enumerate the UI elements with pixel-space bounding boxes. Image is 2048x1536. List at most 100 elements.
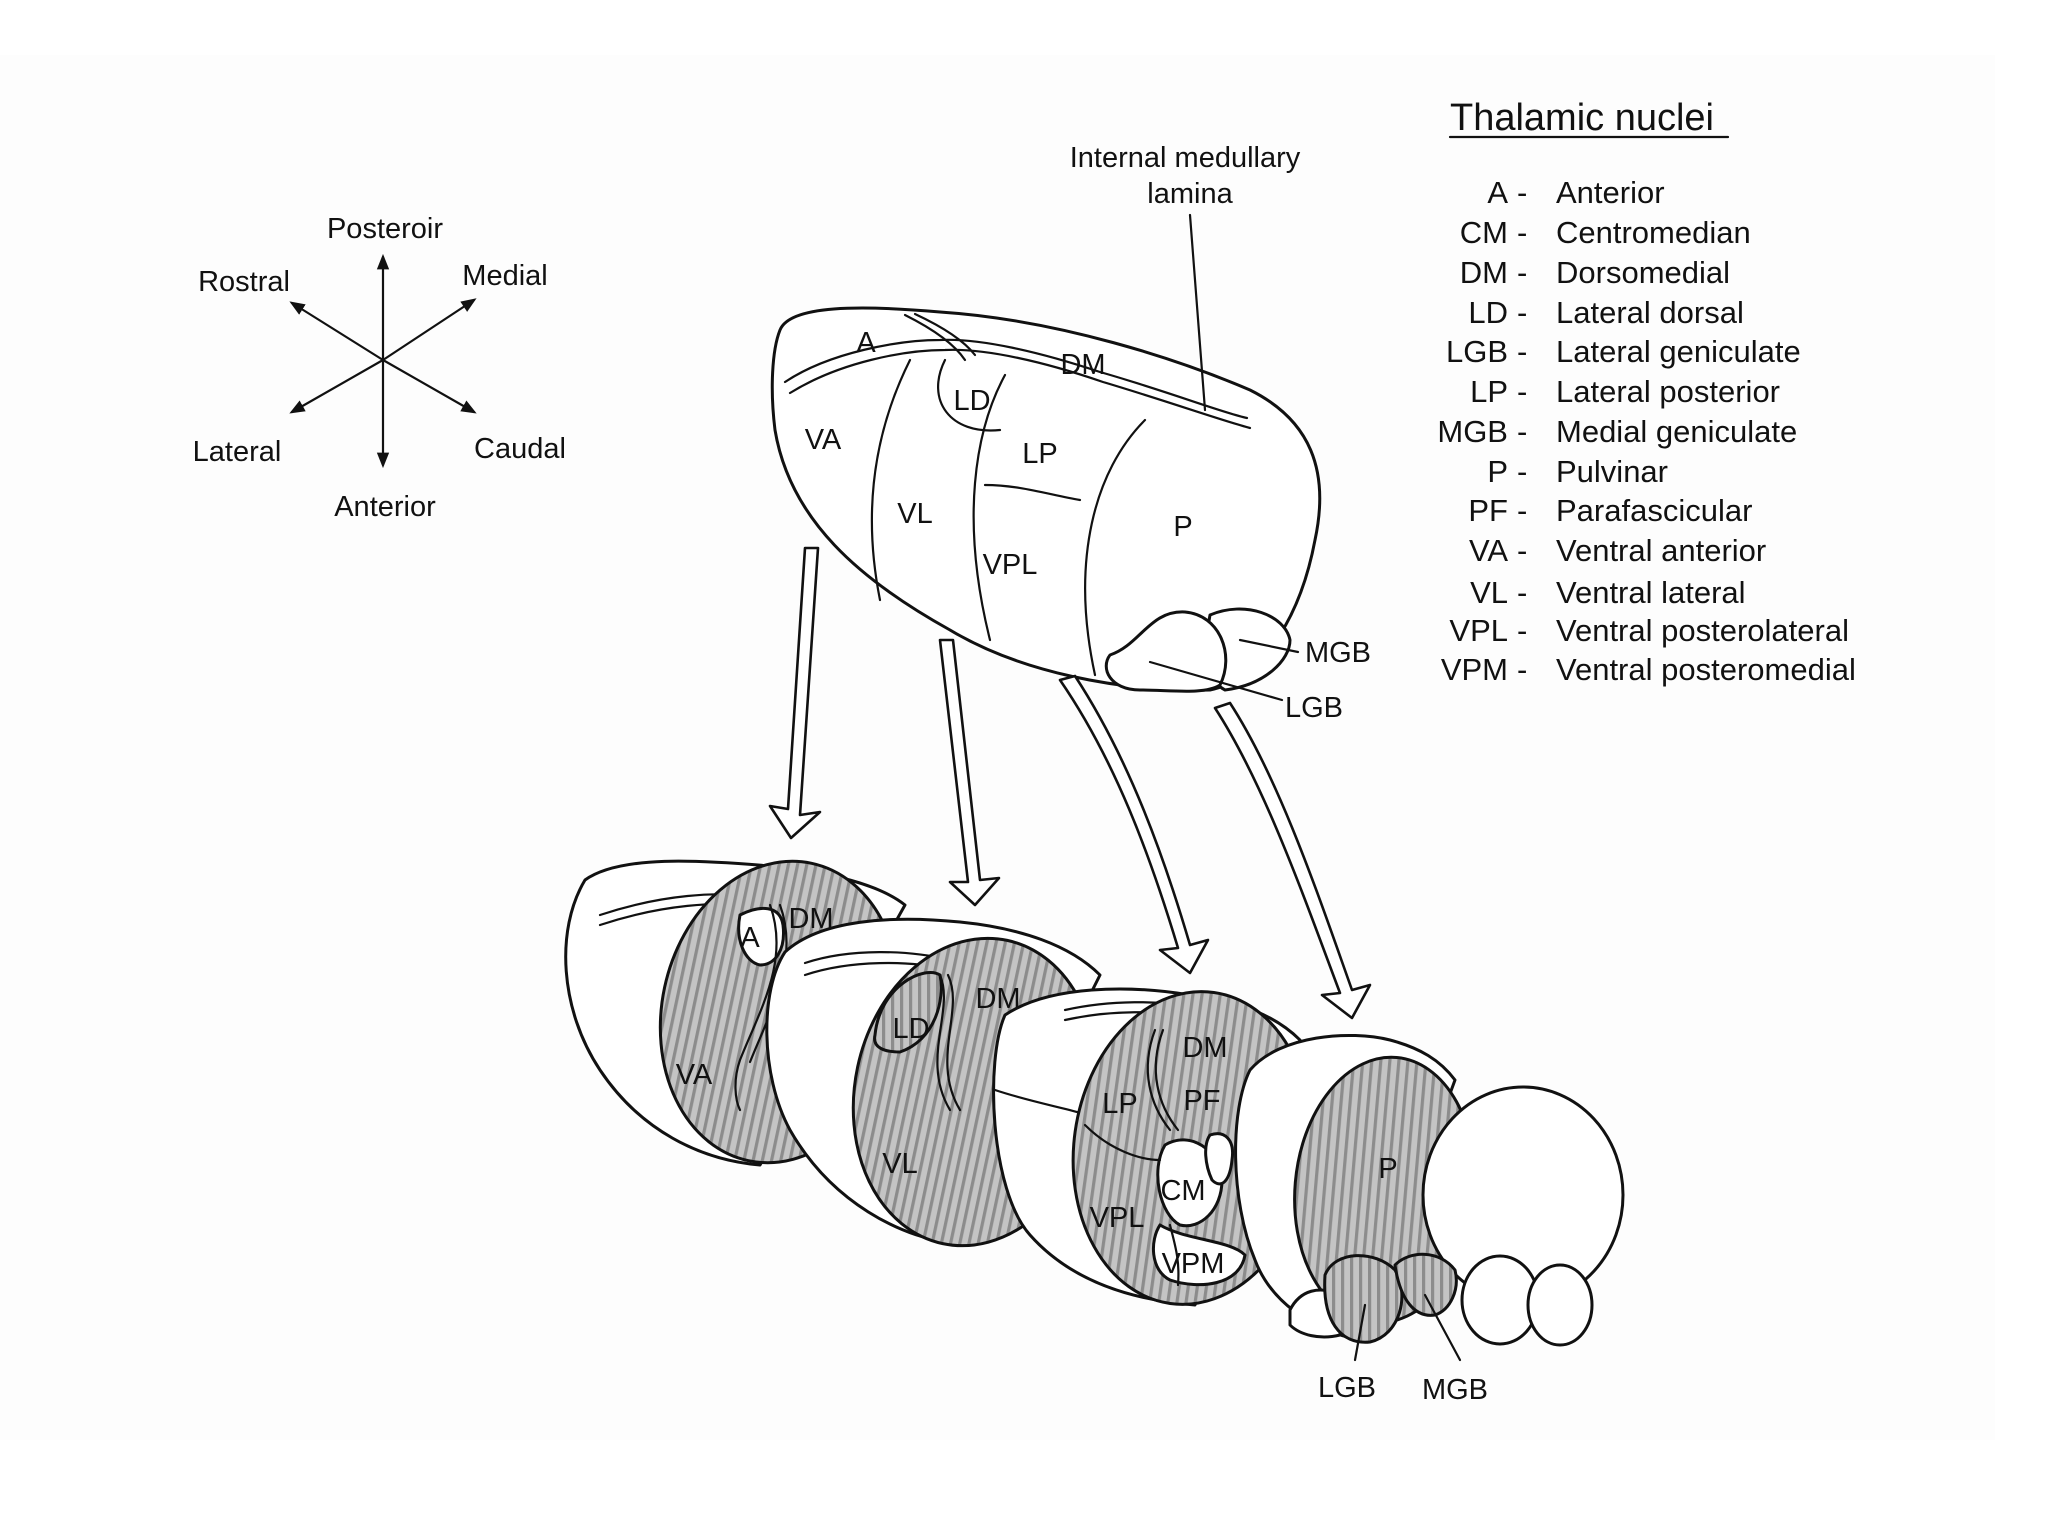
anterior-boundary-2 <box>913 312 977 357</box>
legend-dash: - <box>1517 414 1527 449</box>
top-label-vpl: VPL <box>983 549 1038 581</box>
compass-upper-right-label: Medial <box>462 260 547 292</box>
legend-abbr: DM <box>1460 255 1508 290</box>
caudal-arrow <box>381 358 477 414</box>
vl-vpl-boundary <box>972 373 1007 642</box>
legend-abbr: VL <box>1470 575 1508 610</box>
lgb-leader-line <box>1148 660 1284 702</box>
slice-4-lgb-region <box>1323 1254 1404 1344</box>
legend-dash: - <box>1517 295 1527 330</box>
whole-thalamus-model: Internal medullary lamina A DM LD VA LP … <box>770 142 1371 724</box>
legend-name: Ventral posteromedial <box>1556 652 1856 687</box>
slice-2-lamina-cut-2 <box>946 973 962 1112</box>
compass-lower-right-label: Caudal <box>474 433 566 465</box>
va-vl-boundary <box>870 358 912 602</box>
slice-4-bump-2 <box>1526 1263 1594 1347</box>
slice-2-ld-region <box>873 971 943 1054</box>
lamina-line-inner <box>788 348 1252 430</box>
slice-3-label-vpl: VPL <box>1090 1202 1145 1234</box>
anterior-boundary <box>903 313 967 362</box>
lamina-label-line2: lamina <box>1147 178 1233 210</box>
lp-vpl-boundary <box>983 483 1082 502</box>
slice-4-mgb-leader <box>1423 1293 1462 1362</box>
mgb-leader-line <box>1238 638 1300 654</box>
arrow-to-slice-4 <box>1213 701 1372 1020</box>
lateral-arrow <box>289 358 385 414</box>
top-label-ld: LD <box>953 385 990 417</box>
legend-dash: - <box>1517 652 1527 687</box>
top-label-dm: DM <box>1060 349 1105 381</box>
lamina-label-line1: Internal medullary <box>1070 142 1301 174</box>
sectioned-thalamus: A DM VA LD DM VL <box>564 859 1625 1406</box>
legend-name: Lateral posterior <box>1556 374 1780 409</box>
legend-abbr: PF <box>1468 493 1508 528</box>
slice-3-vpl-vpm-line <box>1168 1223 1180 1287</box>
slice-3-vpm-region <box>1151 1223 1247 1287</box>
slice-3-label-cm: CM <box>1160 1175 1205 1207</box>
lamina-line-outer <box>783 338 1249 420</box>
arrow-to-slice-2 <box>938 638 1001 907</box>
rostral-arrow <box>289 301 385 362</box>
legend-name: Anterior <box>1556 175 1665 210</box>
legend-name: Ventral lateral <box>1556 575 1746 610</box>
slice-3-lp-vpl-line <box>1083 1123 1162 1162</box>
slice-4-lgb-leader <box>1353 1303 1367 1362</box>
legend-dash: - <box>1517 533 1527 568</box>
legend-dash: - <box>1517 493 1527 528</box>
legend: Thalamic nuclei A-AnteriorCM-Centromedia… <box>1437 97 1855 687</box>
legend-dash: - <box>1517 575 1527 610</box>
legend-abbr: P <box>1487 454 1508 489</box>
slice-3-lamina-cut <box>1146 1028 1172 1132</box>
legend-name: Pulvinar <box>1556 454 1668 489</box>
legend-abbr: CM <box>1460 215 1508 250</box>
legend-dash: - <box>1517 215 1527 250</box>
legend-title: Thalamic nuclei <box>1450 97 1714 139</box>
arrow-to-slice-3 <box>1058 674 1210 975</box>
legend-dash: - <box>1517 175 1527 210</box>
legend-abbr: VPM <box>1441 652 1508 687</box>
slice-1-label-a: A <box>740 922 760 954</box>
slice-3-label-pf: PF <box>1183 1085 1220 1117</box>
slice-3-label-lp: LP <box>1102 1088 1137 1120</box>
compass-upper-left-label: Rostral <box>198 266 290 298</box>
arrow-to-slice-1 <box>768 546 822 840</box>
legend-name: Centromedian <box>1556 215 1751 250</box>
top-label-lp: LP <box>1022 438 1057 470</box>
legend-dash: - <box>1517 334 1527 369</box>
lgb-shape <box>1104 610 1228 693</box>
legend-name: Ventral anterior <box>1556 533 1766 568</box>
slice-3-lamina-cut-2 <box>1154 1028 1180 1132</box>
legend-name: Ventral posterolateral <box>1556 613 1849 648</box>
ld-boundary <box>937 358 1002 432</box>
slice-3-pf-region <box>1204 1132 1235 1186</box>
legend-name: Parafascicular <box>1556 493 1752 528</box>
orientation-compass: Posteroir Anterior Rostral Medial Latera… <box>193 213 566 523</box>
compass-down-label: Anterior <box>334 491 436 523</box>
legend-rows: A-AnteriorCM-CentromedianDM-DorsomedialL… <box>1437 175 1855 687</box>
legend-name: Dorsomedial <box>1556 255 1730 290</box>
compass-lower-left-label: Lateral <box>193 436 282 468</box>
lamina-leader-line <box>1188 213 1207 412</box>
slice-2-label-vl: VL <box>882 1148 917 1180</box>
slice-4-label-p: P <box>1378 1153 1397 1185</box>
slice-2-lamina-cut <box>936 973 952 1112</box>
slice-4-mgb-region <box>1393 1252 1458 1317</box>
slice-3-label-dm: DM <box>1182 1032 1227 1064</box>
slice-1-label-va: VA <box>676 1059 713 1091</box>
top-label-a: A <box>856 327 876 359</box>
legend-abbr: VA <box>1469 533 1508 568</box>
slice-1-lamina-cut <box>734 903 778 1112</box>
legend-name: Lateral geniculate <box>1556 334 1801 369</box>
top-label-vl: VL <box>897 498 932 530</box>
legend-abbr: LD <box>1468 295 1508 330</box>
top-label-va: VA <box>805 424 842 456</box>
slice-3-label-vpm: VPM <box>1162 1248 1225 1280</box>
top-label-p: P <box>1173 511 1192 543</box>
legend-abbr: VPL <box>1449 613 1508 648</box>
legend-dash: - <box>1517 613 1527 648</box>
legend-name: Lateral dorsal <box>1556 295 1744 330</box>
slice-2-label-ld: LD <box>892 1013 929 1045</box>
legend-abbr: A <box>1487 175 1508 210</box>
compass-up-label: Posteroir <box>327 213 443 245</box>
